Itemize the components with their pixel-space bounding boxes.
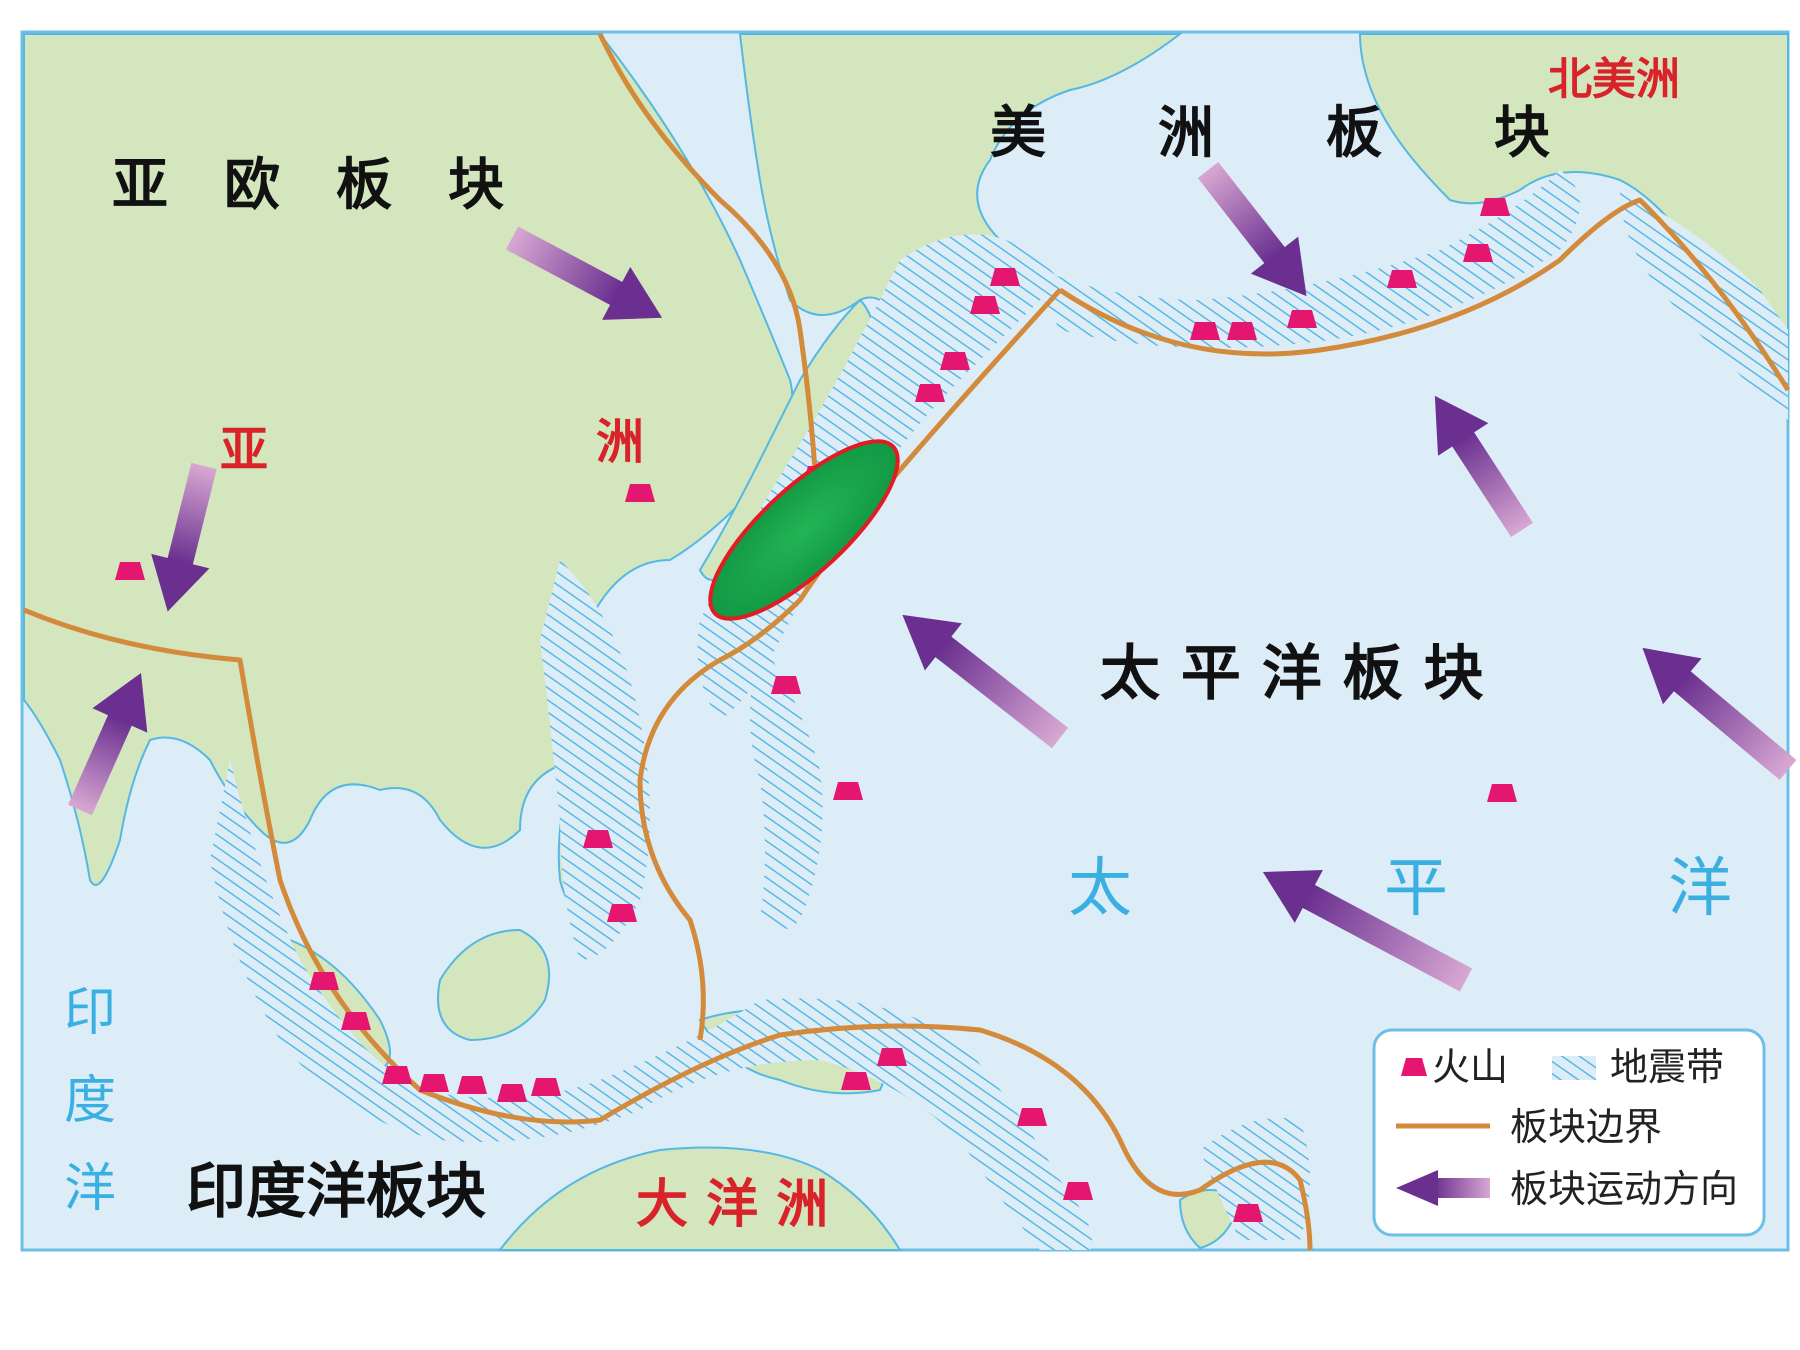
volcano-icon [457,1076,487,1094]
label-eurasian-plate: 亚 欧 板 块 [112,152,504,218]
plate-motion-arrow-icon [151,462,217,612]
volcano-icon [915,384,945,402]
seismic-belt-aleutian [1020,170,1580,348]
seismic-belt-tonga [1200,1118,1310,1240]
volcano-icon [1387,270,1417,288]
label-indian-ocean-3: 洋 [64,1159,116,1219]
volcano-icon [382,1066,412,1084]
volcano-icon [841,1072,871,1090]
plate-motion-arrow-icon [1642,647,1797,780]
plate-motion-arrow-icon [1396,1170,1490,1206]
label-pacific-plate: 太 平 洋 板 块 [1100,639,1484,709]
volcano-icon [341,1012,371,1030]
volcano-icon [1063,1182,1093,1200]
label-indian-ocean-1: 印 [64,983,116,1043]
label-american-plate: 美 洲 板 块 [990,100,1550,166]
plate-motion-arrow-icon [902,614,1069,749]
seismic-belt-icon [1552,1056,1596,1080]
seismic-belt-north-america [1620,190,1788,420]
volcano-icon [115,562,145,580]
label-asia-2: 洲 [596,414,644,470]
volcano-icon [1463,244,1493,262]
volcano-icon [1480,198,1510,216]
legend-volcano-label: 火山 [1432,1045,1508,1089]
borneo-island [437,928,551,1042]
legend: 火山 地震带 板块边界 板块运动方向 [1372,1028,1766,1237]
boundary-eurasian-american [597,32,818,471]
label-indian-ocean-plate: 印度洋板块 [186,1157,486,1227]
boundary-indo-australian [23,607,1313,1251]
volcano-icon [1233,1204,1263,1222]
plate-motion-arrow-icon [1262,869,1473,992]
volcano-icon [1017,1108,1047,1126]
seismic-belt-mariana [750,640,823,930]
legend-seismic-belt-label: 地震带 [1610,1045,1724,1089]
plate-motion-arrow-icon [1197,161,1307,297]
boundary-pacific-north [1058,197,1791,392]
label-pacific-ocean-1: 太 [1068,852,1132,926]
label-pacific-ocean-2: 平 [1384,852,1448,926]
volcano-icon [970,296,1000,314]
seismic-belt-kuril-japan [697,234,1060,720]
australia-landmass [497,1146,902,1251]
label-asia-1: 亚 [220,422,268,478]
plate-motion-arrow-icon [505,226,663,320]
volcano-icon [940,352,970,370]
seismic-belt-indonesia [210,760,1092,1250]
label-oceania: 大 洋 洲 [636,1175,828,1235]
volcano-icon [309,972,339,990]
volcano-icon [497,1084,527,1102]
volcano-icon [607,904,637,922]
plate-motion-arrow-icon [68,672,148,816]
boundary-pacific-west [637,288,1062,1041]
volcano-icon [771,676,801,694]
volcanoes [115,198,1517,1222]
label-indian-ocean-2: 度 [64,1071,116,1131]
volcano-icon [583,830,613,848]
volcano-icon [419,1074,449,1092]
volcano-icon [531,1078,561,1096]
label-north-america: 北美洲 [1548,54,1680,105]
japan-highlight-ellipse [708,439,900,621]
label-pacific-ocean-3: 洋 [1668,852,1732,926]
legend-plate-motion-label: 板块运动方向 [1510,1167,1738,1211]
volcano-icon [1227,322,1257,340]
volcano-icon [625,484,655,502]
seismic-belt-philippines [540,560,650,960]
volcano-icon [833,782,863,800]
volcano-icon [990,268,1020,286]
plate-motion-arrow-icon [1434,395,1533,538]
plate-motion-arrows [68,161,1797,992]
volcano-icon [1487,784,1517,802]
volcano-icon [1401,1058,1427,1076]
plate-boundaries [23,32,1791,1251]
volcano-icon [1287,310,1317,328]
legend-plate-boundary-label: 板块边界 [1510,1105,1662,1149]
volcano-icon [1190,322,1220,340]
volcano-icon [877,1048,907,1066]
